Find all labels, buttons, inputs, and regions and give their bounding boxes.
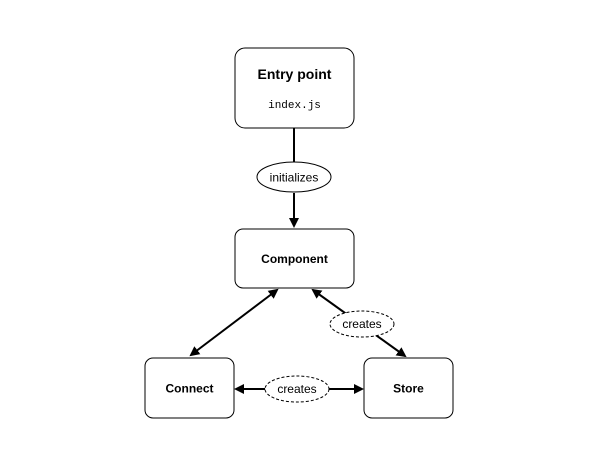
edge-connect-store: creates <box>234 375 364 403</box>
edge-component-connect <box>189 288 279 357</box>
node-connect[interactable]: Connect <box>144 357 235 419</box>
edge-label-initializes-bubble <box>256 161 332 193</box>
node-entry-point[interactable]: Entry point index.js <box>234 47 355 129</box>
node-store-box[interactable] <box>363 357 454 419</box>
node-store-title: Store <box>393 382 424 396</box>
edge-entry-to-component: initializes <box>256 128 332 228</box>
node-component[interactable]: Component <box>234 228 355 289</box>
node-connect-title: Connect <box>166 382 214 396</box>
edge-label-creates-bubble-right <box>329 310 395 338</box>
edge-label-creates-bottom: creates <box>277 382 316 396</box>
node-connect-box[interactable] <box>144 357 235 419</box>
node-store[interactable]: Store <box>363 357 454 419</box>
edge-label-creates-bottom-bubble <box>264 375 330 403</box>
edge-component-store: creates <box>311 288 407 358</box>
node-entry-point-title: Entry point <box>258 66 332 82</box>
node-entry-point-box[interactable] <box>234 47 355 129</box>
node-entry-point-subtitle: index.js <box>268 100 321 112</box>
node-component-box[interactable] <box>234 228 355 289</box>
edge-label-initializes: initializes <box>270 171 319 185</box>
node-component-title: Component <box>261 252 328 266</box>
edge-component-connect-line <box>189 288 279 357</box>
edge-label-creates-right: creates <box>342 317 381 331</box>
